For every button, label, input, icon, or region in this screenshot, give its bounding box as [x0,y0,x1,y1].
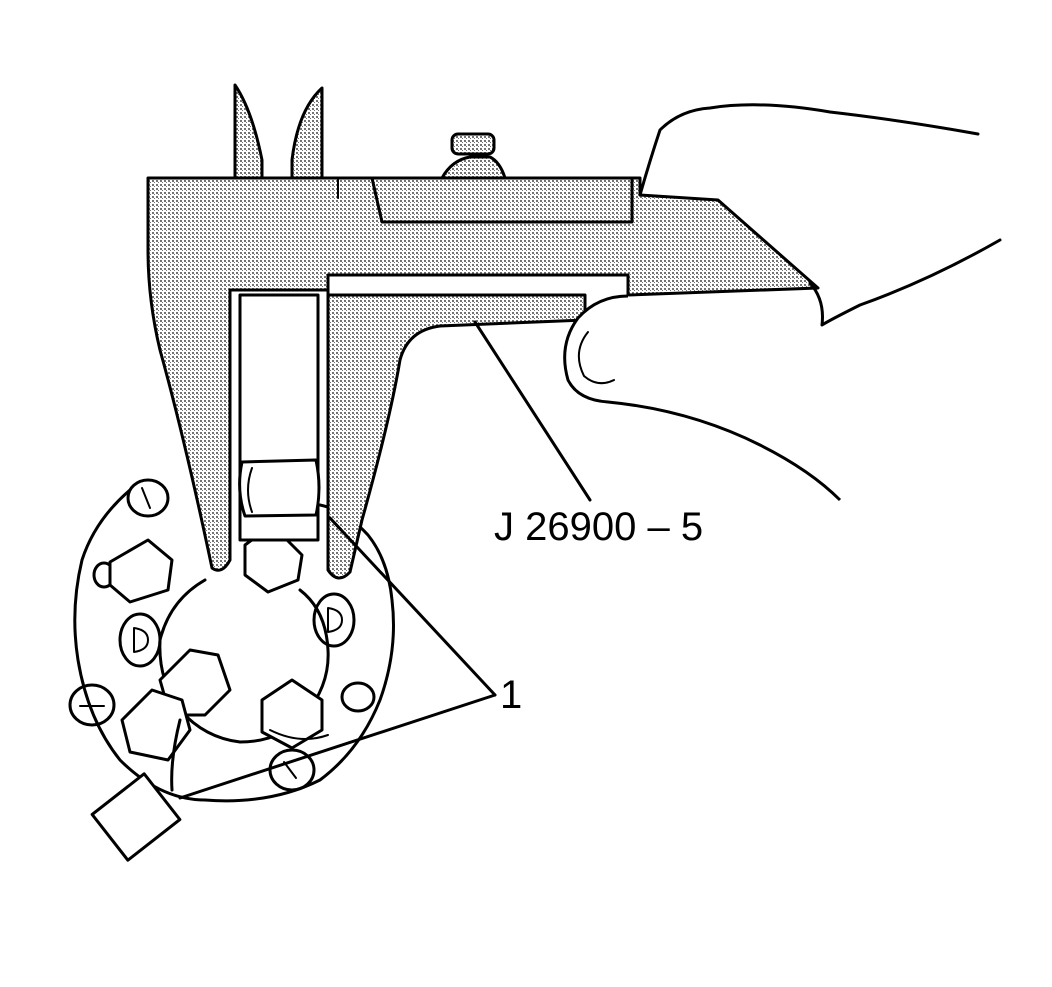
brush-slot-lower-left [120,688,192,762]
inside-jaw-fixed [233,83,264,182]
brush-spring [269,729,329,740]
brush-slot-upper-left [108,538,174,604]
brush-sample [90,772,182,862]
thumb-outline [563,294,842,502]
tool-label: J 26900 – 5 [494,505,703,549]
thumbnail [577,331,615,385]
d-slot-left [118,612,162,668]
d-slot-right [312,592,356,648]
screw-head-left [68,683,116,727]
callout-1-leader-upper [328,516,497,697]
tool-leader-line [473,320,592,502]
index-finger-outline [808,238,1002,327]
holder-plate-outline [73,488,395,803]
lock-screw-icon[interactable] [450,132,496,156]
vernier-caliper [146,83,820,580]
brush-contour [247,467,253,513]
vernier-slide [370,176,634,224]
measured-brush [238,458,321,518]
brush-slot-lower-right [260,678,324,750]
caliper-sliding-jaw [326,288,587,580]
hand [563,103,1002,502]
callout-label: 1 [500,673,522,717]
screw-head-top [126,478,170,518]
lock-screw-base [440,155,507,180]
brush-lead-wire [170,718,182,792]
inside-jaw-sliding [290,86,324,182]
callouts: J 26900 – 5 1 [90,320,703,862]
screw-head-right [340,681,376,713]
brush-holder [68,478,395,803]
hand-upper-outline [638,103,980,197]
callout-1-leader-lower [178,693,497,800]
brush-being-measured [238,458,321,518]
caliper-beam-and-fixed-jaw [146,176,820,572]
